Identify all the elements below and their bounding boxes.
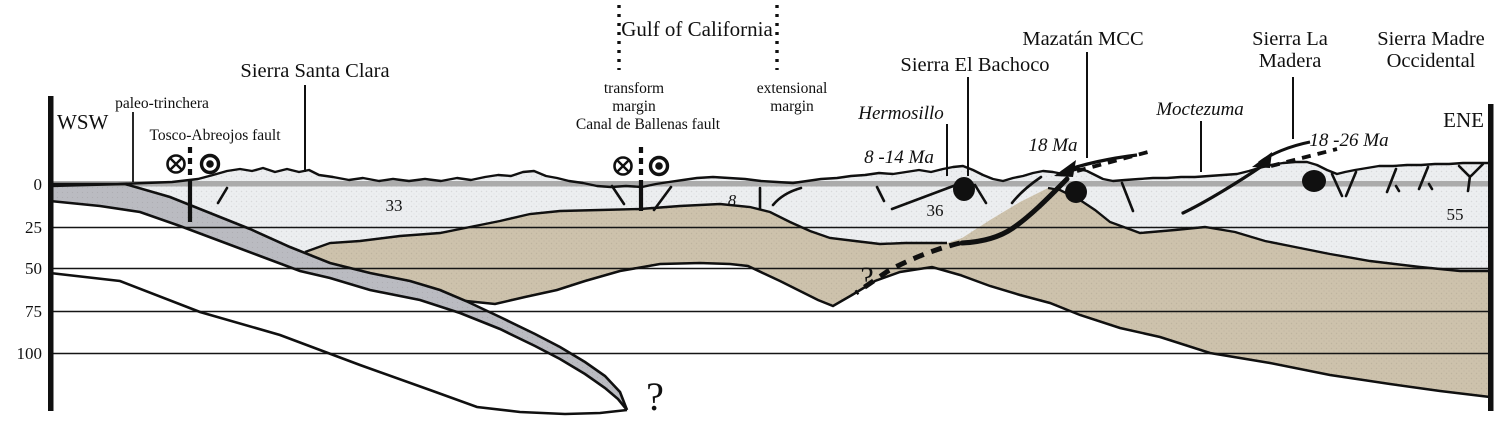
moho-line bbox=[465, 261, 1491, 399]
label-sierra-la-madera-2: Madera bbox=[1259, 50, 1322, 72]
mazatan-transport-arrow bbox=[1054, 150, 1149, 177]
label-sierra-madre-occidental-2: Occidental bbox=[1387, 50, 1476, 72]
age-mazatan: 18 Ma bbox=[1028, 135, 1077, 156]
geology-fills bbox=[50, 162, 1490, 410]
mazatan-detachment-solid bbox=[959, 176, 1070, 246]
depth-axes: 0 25 50 75 100 bbox=[17, 96, 1494, 411]
fault-tick bbox=[890, 183, 958, 211]
right-axis-bar bbox=[1488, 104, 1494, 411]
fault-tick bbox=[1010, 175, 1043, 205]
label-transform-margin-2: margin bbox=[612, 98, 656, 115]
motion-into-page-icon bbox=[166, 154, 186, 174]
left-axis-bar bbox=[48, 96, 54, 411]
fault-tick bbox=[973, 183, 988, 205]
fault-tick bbox=[1394, 184, 1401, 193]
thickness-smo: 55 bbox=[1447, 205, 1464, 224]
label-sierra-madre-occidental-1: Sierra Madre bbox=[1377, 28, 1485, 50]
motion-into-page-icon bbox=[613, 156, 633, 176]
la-madera-transport-arrow bbox=[1252, 140, 1338, 168]
fault-tick bbox=[1417, 165, 1430, 191]
age-hermosillo: 8 -14 Ma bbox=[864, 147, 934, 168]
fault-tick bbox=[1330, 172, 1344, 198]
fault-tick bbox=[216, 186, 229, 205]
fault-symbols bbox=[187, 140, 1485, 296]
fault-tick bbox=[1385, 167, 1398, 194]
la-madera-detachment bbox=[1181, 164, 1264, 215]
mazatan-dot bbox=[1065, 181, 1087, 203]
question-mark-slab-tip: ? bbox=[646, 374, 664, 419]
la-madera-dot bbox=[1302, 170, 1326, 192]
label-paleo-trinchera: paleo-trinchera bbox=[115, 95, 209, 112]
bachoco-dot bbox=[953, 177, 975, 201]
arrowhead bbox=[1252, 152, 1272, 168]
intrusion-dots bbox=[953, 170, 1326, 203]
direction-ene: ENE bbox=[1443, 108, 1484, 132]
direction-wsw: WSW bbox=[57, 110, 109, 134]
pointer-lines bbox=[132, 5, 1294, 182]
fault-tick bbox=[610, 184, 626, 206]
label-sierra-santa-clara: Sierra Santa Clara bbox=[240, 60, 389, 82]
lower-lithosphere-layer bbox=[305, 188, 1490, 397]
fault-tick bbox=[1120, 181, 1135, 213]
arrow-dashed bbox=[1270, 147, 1338, 168]
label-canal-de-ballenas: Canal de Ballenas fault bbox=[576, 116, 721, 133]
mazatan-detachment-dashed bbox=[854, 240, 961, 296]
geology-strokes bbox=[49, 160, 1491, 416]
arrowhead bbox=[1054, 160, 1076, 177]
depth-tick-100: 100 bbox=[17, 344, 43, 363]
relative-motion-symbols bbox=[166, 153, 670, 177]
slab-base-line bbox=[49, 271, 628, 416]
age-sierra-la-madera: 18 -26 Ma bbox=[1309, 130, 1388, 151]
label-mazatan-mcc: Mazatán MCC bbox=[1022, 28, 1143, 50]
thickness-gulf: 8 bbox=[728, 191, 737, 210]
thickness-baja: 33 bbox=[386, 196, 403, 215]
fault-tick bbox=[1427, 182, 1434, 191]
fault-tick bbox=[1457, 162, 1485, 193]
label-tosco-abreojos-fault: Tosco-Abreojos fault bbox=[149, 127, 281, 144]
fault-tick bbox=[771, 186, 803, 207]
label-sierra-la-madera-1: Sierra La bbox=[1252, 28, 1328, 50]
label-extensional-margin-1: extensional bbox=[757, 80, 828, 97]
fault-tick bbox=[652, 185, 673, 212]
depth-tick-25: 25 bbox=[25, 218, 42, 237]
motion-out-of-page-icon bbox=[648, 155, 670, 177]
depth-tick-50: 50 bbox=[25, 259, 42, 278]
depth-tick-75: 75 bbox=[25, 302, 42, 321]
fault-tick bbox=[875, 185, 886, 203]
crust-base-line-east bbox=[1047, 186, 1490, 273]
depth-tick-0: 0 bbox=[34, 175, 43, 194]
sea-level-band bbox=[53, 181, 1489, 187]
slab-bottom-line bbox=[49, 199, 629, 411]
figure-labels: WSW ENE paleo-trinchera Tosco-Abreojos f… bbox=[57, 17, 1485, 419]
label-moctezuma: Moctezuma bbox=[1155, 99, 1244, 120]
label-gulf-of-california: Gulf of California bbox=[621, 17, 773, 41]
thickness-sonora: 36 bbox=[927, 201, 944, 220]
motion-out-of-page-icon bbox=[199, 153, 221, 175]
fault-tick bbox=[1344, 170, 1358, 198]
label-hermosillo: Hermosillo bbox=[857, 103, 944, 124]
normal-fault-ticks bbox=[216, 162, 1485, 213]
arrow-dashed bbox=[1076, 150, 1149, 173]
upper-crust-layer bbox=[50, 162, 1490, 271]
label-extensional-margin-2: margin bbox=[770, 98, 814, 115]
question-mark-detachment: ? bbox=[860, 261, 873, 294]
crust-base-line-west bbox=[304, 202, 947, 254]
label-transform-margin-1: transform bbox=[604, 80, 664, 97]
slab-top-line bbox=[49, 182, 629, 411]
label-sierra-el-bachoco: Sierra El Bachoco bbox=[900, 54, 1049, 76]
